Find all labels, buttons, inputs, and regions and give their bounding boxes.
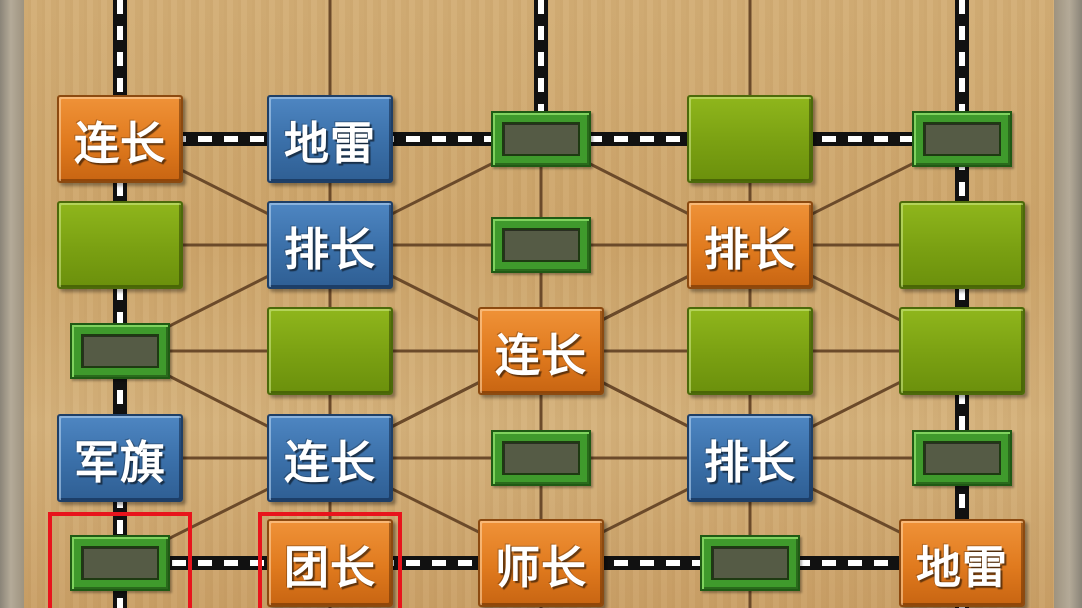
empty-post-row-3-col-a[interactable] <box>70 323 170 379</box>
hidden-piece-row-2-col-a[interactable] <box>57 201 183 289</box>
hidden-piece-row-1-col-d[interactable] <box>687 95 813 183</box>
piece-label: 连长 <box>283 435 376 489</box>
empty-post-row-4-col-e[interactable] <box>912 430 1012 486</box>
orange-piece-row-5-col-e[interactable]: 地雷 <box>899 519 1025 607</box>
blue-piece-row-1-col-b[interactable]: 地雷 <box>267 95 393 183</box>
selection-highlight-row-5-col-a <box>48 512 192 608</box>
post-slot <box>502 228 580 262</box>
blue-piece-row-4-col-b[interactable]: 连长 <box>267 414 393 502</box>
orange-piece-row-1-col-a[interactable]: 连长 <box>57 95 183 183</box>
post-slot <box>502 122 580 156</box>
post-slot <box>711 546 789 580</box>
post-slot <box>81 334 159 368</box>
empty-post-row-4-col-c[interactable] <box>491 430 591 486</box>
hidden-piece-row-2-col-e[interactable] <box>899 201 1025 289</box>
orange-piece-row-5-col-c[interactable]: 师长 <box>478 519 604 607</box>
empty-post-row-1-col-e[interactable] <box>912 111 1012 167</box>
piece-label: 地雷 <box>283 116 376 170</box>
piece-label: 连长 <box>494 328 587 382</box>
piece-label: 师长 <box>494 540 587 594</box>
board-frame-left <box>0 0 24 608</box>
orange-piece-row-5-col-b[interactable]: 团长 <box>267 519 393 607</box>
post-slot <box>923 441 1001 475</box>
piece-label: 排长 <box>703 435 796 489</box>
post-slot <box>923 122 1001 156</box>
piece-label: 地雷 <box>915 540 1008 594</box>
hidden-piece-row-3-col-e[interactable] <box>899 307 1025 395</box>
piece-label: 团长 <box>283 540 376 594</box>
hidden-piece-row-3-col-d[interactable] <box>687 307 813 395</box>
blue-piece-row-4-col-d[interactable]: 排长 <box>687 414 813 502</box>
empty-post-row-1-col-c[interactable] <box>491 111 591 167</box>
orange-piece-row-2-col-d[interactable]: 排长 <box>687 201 813 289</box>
piece-label: 连长 <box>73 116 166 170</box>
hidden-piece-row-3-col-b[interactable] <box>267 307 393 395</box>
empty-post-row-5-col-a[interactable] <box>70 535 170 591</box>
blue-piece-row-2-col-b[interactable]: 排长 <box>267 201 393 289</box>
piece-label: 排长 <box>283 222 376 276</box>
empty-post-row-2-col-c[interactable] <box>491 217 591 273</box>
blue-piece-row-4-col-a[interactable]: 军旗 <box>57 414 183 502</box>
post-slot <box>502 441 580 475</box>
post-slot <box>81 546 159 580</box>
board-frame-right <box>1054 0 1082 608</box>
empty-post-row-5-col-d[interactable] <box>700 535 800 591</box>
piece-label: 军旗 <box>73 435 166 489</box>
selection-highlight-row-5-col-b <box>258 512 402 608</box>
orange-piece-row-3-col-c[interactable]: 连长 <box>478 307 604 395</box>
piece-label: 排长 <box>703 222 796 276</box>
